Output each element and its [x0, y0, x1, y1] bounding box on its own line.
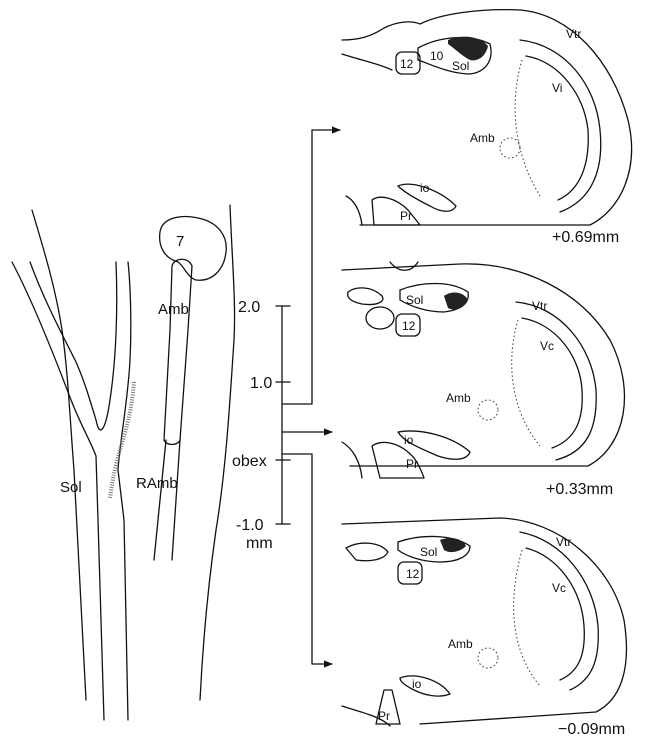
section-2-blob-a	[348, 288, 383, 305]
section-2-vc-label: Vc	[540, 339, 554, 353]
section-3-vc-label: Vc	[552, 581, 566, 595]
section-2-sol-label: Sol	[406, 293, 423, 307]
arrow-to-section-1	[282, 130, 340, 404]
section-1-vtr-outer	[520, 40, 601, 212]
section-3-pr-label: Pr	[378, 709, 390, 723]
section-3-sol-label: Sol	[420, 545, 437, 559]
section-3-amb-label: Amb	[448, 637, 473, 651]
section-3-io	[400, 676, 450, 696]
section-2-io-label: io	[404, 433, 414, 447]
scale-label-minus1: -1.0	[236, 517, 264, 534]
section-1-level: +0.69mm	[552, 229, 619, 246]
section-1-vi-label: Vi	[552, 81, 562, 95]
ramb-column	[154, 440, 180, 560]
section-3-labeled-cells	[440, 538, 466, 552]
section-3-n12-label: 12	[406, 567, 420, 581]
arrow-to-section-3	[282, 454, 332, 664]
section-1-vtr-label: Vtr	[566, 27, 581, 41]
section-3: Sol 12 Vtr Vc Amb io Pr −0.09mm	[342, 518, 626, 738]
brainstem-schematic: 7 Amb Sol RAmb	[12, 205, 235, 720]
section-2-pr-label: Pr	[406, 457, 418, 471]
section-3-vtr-label: Vtr	[556, 535, 571, 549]
section-2-midline	[390, 262, 418, 270]
section-2-amb-label: Amb	[446, 391, 471, 405]
amb-column	[164, 259, 192, 444]
section-2-labeled-cells	[444, 293, 468, 310]
scale-bar: 2.0 1.0 obex -1.0 mm	[232, 130, 340, 664]
ramb-label: RAmb	[136, 475, 178, 492]
section-2: Sol 12 Vtr Vc Amb io Pr +0.33mm	[342, 262, 624, 498]
section-3-amb-circle	[478, 648, 498, 668]
section-2-amb-circle	[478, 400, 498, 420]
section-3-vc-boundary	[514, 550, 540, 686]
section-2-blob-b	[366, 307, 394, 329]
scale-label-obex: obex	[232, 453, 267, 470]
section-1-io-label: io	[420, 181, 430, 195]
scale-unit: mm	[246, 535, 273, 552]
section-1-pr	[372, 197, 420, 225]
brainstem-outline-left	[32, 210, 86, 700]
section-2-ventral-left	[342, 442, 362, 478]
section-2-vtr-label: Vtr	[532, 299, 547, 313]
scale-label-2: 2.0	[238, 299, 260, 316]
amb-label: Amb	[158, 301, 189, 318]
section-1-n10-label: 10	[430, 49, 444, 63]
section-1-vi-boundary	[515, 60, 540, 196]
section-2-vtr-outer	[516, 302, 596, 460]
section-1-amb-circle	[500, 138, 520, 158]
facial-label: 7	[176, 233, 184, 250]
section-1-midline	[342, 54, 392, 70]
section-1-sol-label: Sol	[452, 59, 469, 73]
scale-label-1: 1.0	[250, 375, 272, 392]
section-3-io-label: io	[412, 677, 422, 691]
section-1: 12 10 Sol Vtr Vi Amb io Pr +0.69mm	[342, 10, 632, 246]
section-2-n12-label: 12	[402, 319, 416, 333]
section-2-vc-boundary	[512, 320, 540, 446]
section-3-blob-a	[346, 543, 388, 561]
sol-shaded-column	[110, 382, 134, 498]
facial-nucleus	[160, 217, 227, 281]
section-1-vtr-inner	[526, 56, 588, 200]
section-2-outline	[342, 264, 624, 466]
section-3-level: −0.09mm	[558, 721, 625, 738]
section-1-ventral-left	[346, 196, 362, 225]
sol-label: Sol	[60, 479, 82, 496]
section-2-vtr-inner	[522, 318, 582, 448]
section-1-pr-label: Pr	[400, 209, 412, 223]
section-2-level: +0.33mm	[546, 481, 613, 498]
section-1-amb-label: Amb	[470, 131, 495, 145]
section-1-n12-label: 12	[400, 57, 414, 71]
